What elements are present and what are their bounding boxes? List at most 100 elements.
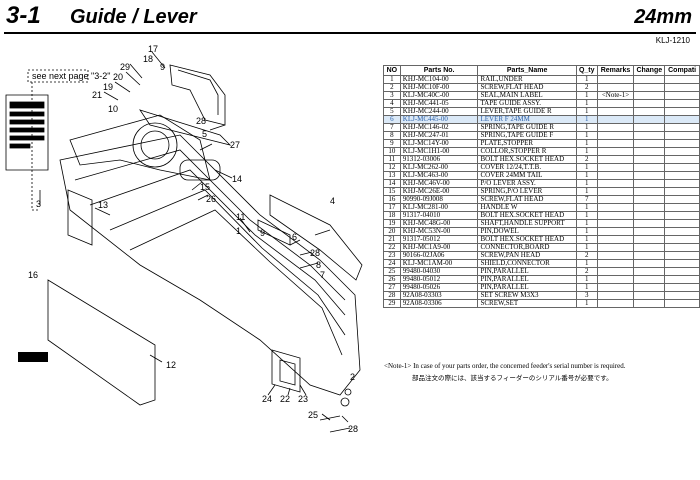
cell-change: [633, 163, 666, 172]
callout-3: 3: [36, 199, 41, 209]
cell-remarks: [596, 163, 635, 172]
cell-change: [633, 291, 666, 300]
cell-change: [633, 187, 666, 196]
cell-no: 29: [383, 299, 401, 308]
callout-8: 8: [316, 260, 321, 270]
col-parts-no: Parts No.: [399, 65, 479, 76]
cell-change: [633, 91, 666, 100]
callout-5: 5: [202, 129, 207, 139]
callout-28b: 28: [310, 248, 320, 258]
cell-compati: [664, 235, 700, 244]
cell-remarks: [596, 211, 635, 220]
cell-change: [633, 139, 666, 148]
cell-compati: [664, 171, 700, 180]
cell-change: [633, 179, 666, 188]
callout-10: 10: [108, 104, 118, 114]
cell-remarks: [596, 75, 635, 84]
cell-change: [633, 123, 666, 132]
callout-18: 18: [143, 54, 153, 64]
cell-remarks: [596, 99, 635, 108]
cell-remarks: [596, 187, 635, 196]
cell-change: [633, 283, 666, 292]
cell-change: [633, 99, 666, 108]
cell-remarks: [596, 131, 635, 140]
tape-guide-assy: [69, 114, 211, 181]
cell-change: [633, 131, 666, 140]
cell-remarks: [596, 147, 635, 156]
cell-compati: [664, 115, 700, 124]
callout-9: 9: [160, 62, 165, 72]
cell-remarks: [596, 155, 635, 164]
cell-compati: [664, 203, 700, 212]
cell-compati: [664, 219, 700, 228]
callout-1: 1: [236, 226, 241, 236]
cell-change: [633, 299, 666, 308]
callout-16: 16: [28, 270, 38, 280]
cell-remarks: [596, 179, 635, 188]
size-label: 24mm: [634, 6, 692, 28]
lever-tape-guide-r: [139, 109, 232, 146]
cell-compati: [664, 123, 700, 132]
callout-11: 11: [236, 212, 245, 222]
callout-24: 24: [262, 394, 272, 404]
cell-compati: [664, 275, 700, 284]
cell-change: [633, 219, 666, 228]
cell-remarks: [596, 235, 635, 244]
callout-14: 14: [232, 174, 242, 184]
cell-compati: [664, 107, 700, 116]
callout-12: 12: [166, 360, 176, 370]
cell-change: [633, 195, 666, 204]
cell-change: [633, 211, 666, 220]
cell-compati: [664, 83, 700, 92]
parts-table-header: NO Parts No. Parts_Name Q_ty Remarks Cha…: [383, 65, 700, 76]
cell-change: [633, 107, 666, 116]
callout-4: 4: [330, 196, 335, 206]
see-next-page-note: see next page "3-2": [32, 71, 110, 81]
cell-compati: [664, 187, 700, 196]
header-rule: [4, 32, 696, 34]
callout-27: 27: [230, 140, 240, 150]
cell-change: [633, 203, 666, 212]
section-number: 3-1: [6, 2, 41, 29]
callout-17: 17: [148, 44, 158, 54]
cell-change: [633, 251, 666, 260]
cell-compati: [664, 163, 700, 172]
cell-compati: [664, 291, 700, 300]
cell-change: [633, 147, 666, 156]
cell-change: [633, 235, 666, 244]
col-remarks: Remarks: [596, 65, 635, 76]
cell-remarks: [596, 123, 635, 132]
cell-remarks: [596, 283, 635, 292]
see-page-box: [27, 69, 89, 83]
handle-w: [169, 64, 226, 126]
cell-compati: [664, 195, 700, 204]
cell-remarks: [596, 275, 635, 284]
cell-compati: [664, 147, 700, 156]
callout-20: 20: [113, 72, 123, 82]
callout-28c: 28: [348, 424, 358, 434]
cell-remarks: [596, 251, 635, 260]
cell-compati: [664, 155, 700, 164]
cell-change: [633, 259, 666, 268]
rail-under: [59, 134, 361, 396]
col-no: NO: [383, 65, 401, 76]
cell-compati: [664, 211, 700, 220]
callout-22: 22: [280, 394, 290, 404]
callout-25: 25: [308, 410, 318, 420]
cell-compati: [664, 131, 700, 140]
note-serial-en: <Note-1> In case of your parts order, th…: [384, 362, 626, 370]
cell-remarks: [596, 227, 635, 236]
cell-qty: 1: [575, 299, 598, 308]
cell-parts-no: 92A08-03306: [399, 299, 479, 308]
col-compati: Compati: [664, 65, 700, 76]
cover-tail: [47, 279, 156, 406]
cell-compati: [664, 75, 700, 84]
cell-compati: [664, 243, 700, 252]
